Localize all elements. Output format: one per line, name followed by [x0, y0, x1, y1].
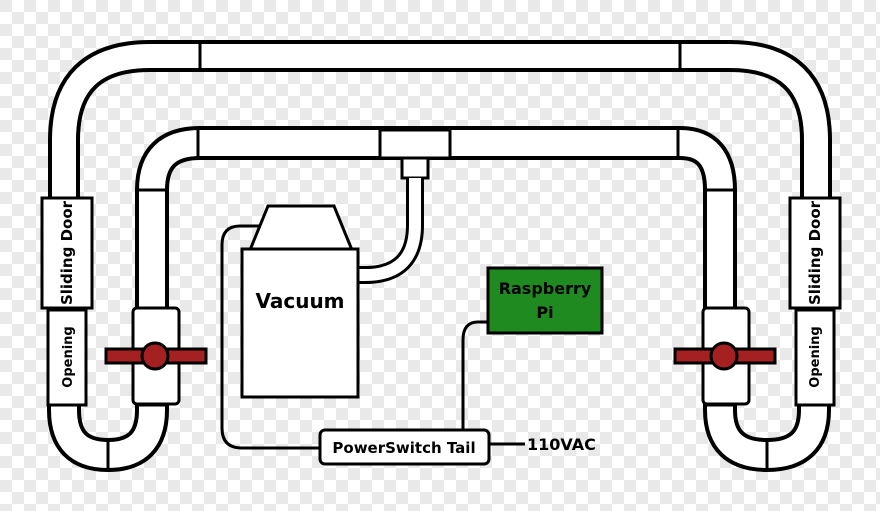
- ac-label: 110VAC: [527, 435, 596, 454]
- vacuum-power-cord: [220, 224, 320, 450]
- left-sliding-door: Sliding Door: [40, 196, 94, 310]
- pi-signal-wire: [461, 320, 488, 430]
- opening-left-label: Opening: [61, 326, 76, 387]
- sliding-door-right-label: Sliding Door: [806, 200, 824, 305]
- right-sliding-door: Sliding Door: [788, 196, 842, 310]
- opening-right-label: Opening: [808, 326, 823, 387]
- raspberry-pi-label-line2: Pi: [536, 303, 553, 322]
- powerswitch-tail: PowerSwitch Tail: [318, 428, 491, 466]
- vacuum-hose: [355, 178, 424, 284]
- raspberry-pi-label-line1: Raspberry: [499, 279, 592, 298]
- left-opening-tube: Opening: [46, 308, 88, 407]
- outer-pipe: [48, 40, 832, 200]
- right-opening-tube: Opening: [794, 308, 836, 407]
- tee-connector: [378, 128, 452, 180]
- vacuum-label: Vacuum: [255, 289, 344, 313]
- powerswitch-label: PowerSwitch Tail: [332, 439, 475, 457]
- raspberry-pi-board: Raspberry Pi: [486, 266, 604, 335]
- sliding-door-left-label: Sliding Door: [58, 200, 76, 305]
- left-ball-valve: [104, 306, 208, 406]
- right-ball-valve: [673, 306, 777, 406]
- inner-pipe: [135, 126, 737, 310]
- vacuum-unit: Vacuum: [240, 204, 360, 399]
